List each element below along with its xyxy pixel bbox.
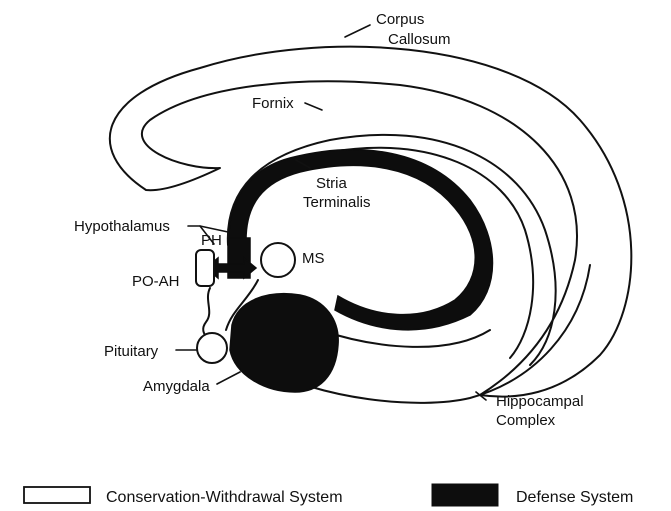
legend-conservation-swatch: [24, 487, 90, 503]
corpus-callosum-shape: [110, 47, 631, 397]
legend-conservation-label: Conservation-Withdrawal System: [106, 489, 343, 506]
hippocampal-inner-line: [320, 330, 490, 347]
pituitary-label: Pituitary: [104, 343, 159, 360]
corpus-callosum-leader: [345, 25, 370, 37]
ms-circle: [261, 243, 295, 277]
corpus-callosum-label-1: Corpus: [376, 11, 424, 28]
legend-defense-swatch: [432, 484, 498, 506]
pituitary-stalk: [203, 288, 210, 340]
po-ah-box: [196, 250, 214, 286]
po-ah-label: PO-AH: [132, 273, 180, 290]
hippocampal-label-1: Hippocampal: [496, 393, 584, 410]
legend-defense-label: Defense System: [516, 489, 633, 506]
ms-label: MS: [302, 250, 325, 267]
amygdala-leader: [217, 372, 240, 384]
pituitary-circle: [197, 333, 227, 363]
amygdala-label: Amygdala: [143, 378, 210, 395]
hippocampal-label-2: Complex: [496, 412, 556, 429]
amygdala-shape: [230, 294, 338, 392]
stria-label-2: Terminalis: [303, 194, 371, 211]
corpus-callosum-label-2: Callosum: [388, 31, 451, 48]
hypothalamus-label: Hypothalamus: [74, 218, 170, 235]
ph-label: PH: [201, 232, 222, 249]
stria-label-1: Stria: [316, 175, 348, 192]
legend: Conservation-Withdrawal System Defense S…: [24, 484, 633, 506]
fornix-leader: [305, 103, 322, 110]
fornix-label: Fornix: [252, 95, 294, 112]
